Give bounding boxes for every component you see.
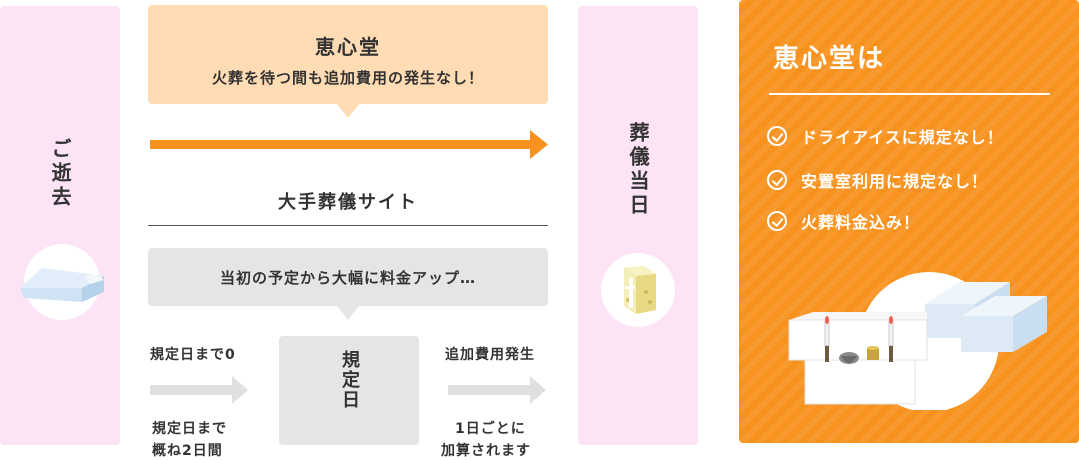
after-deadline-top: 追加費用発生 [445, 347, 535, 363]
panel-item-label: 火葬料金込み！ [801, 213, 921, 232]
passing-column: ご逝去 [0, 6, 120, 445]
orange-timeline-arrow [150, 130, 550, 160]
major-site-bubble: 当初の予定から大幅に料金アップ… [148, 248, 548, 306]
panel-item-room: 安置室利用に規定なし！ [767, 168, 988, 192]
before-deadline-top: 規定日まで0 [150, 347, 236, 363]
panel-title: 恵心堂は [773, 44, 886, 74]
funeral-day-column: 葬儀当日 [578, 6, 698, 445]
before-deadline-bottom-1: 規定日まで [152, 421, 227, 437]
ekishindo-subtitle: 火葬を待つ間も追加費用の発生なし！ [211, 69, 484, 87]
ekishindo-panel: 恵心堂は ドライアイスに規定なし！ 安置室利用に規定なし！ 火葬料金込み！ [739, 0, 1079, 443]
panel-item-label: 安置室利用に規定なし！ [801, 172, 989, 191]
check-icon [767, 126, 787, 146]
panel-item-label: ドライアイスに規定なし！ [801, 128, 1004, 147]
funeral-day-label: 葬儀当日 [626, 122, 650, 218]
ekishindo-bubble: 恵心堂 火葬を待つ間も追加費用の発生なし！ [148, 5, 548, 104]
panel-item-cremation: 火葬料金込み！ [767, 209, 920, 233]
check-icon [767, 170, 787, 190]
after-deadline-bottom-1: 1日ごとに [455, 421, 526, 437]
before-deadline-bottom-2: 概ね2日間 [152, 443, 223, 459]
deadline-box-label: 規定日 [339, 350, 360, 410]
check-icon [767, 211, 787, 231]
major-site-underline [148, 225, 548, 226]
altar-dry-ice-icon [785, 260, 1075, 412]
after-deadline-arrow [448, 376, 548, 404]
urn-box-icon [600, 252, 676, 328]
major-site-bubble-pointer [337, 306, 359, 320]
passing-label: ご逝去 [48, 138, 72, 210]
ekishindo-title: 恵心堂 [315, 35, 381, 59]
major-site-bubble-text: 当初の予定から大幅に料金アップ… [219, 269, 476, 287]
after-deadline-bottom-2: 加算されます [441, 443, 531, 459]
panel-divider [769, 93, 1050, 95]
before-deadline-arrow [150, 376, 250, 404]
futon-icon [12, 242, 108, 322]
panel-item-dry-ice: ドライアイスに規定なし！ [767, 124, 1004, 148]
major-site-title: 大手葬儀サイト [278, 192, 418, 213]
deadline-box: 規定日 [279, 336, 419, 445]
ekishindo-bubble-pointer [337, 104, 359, 118]
